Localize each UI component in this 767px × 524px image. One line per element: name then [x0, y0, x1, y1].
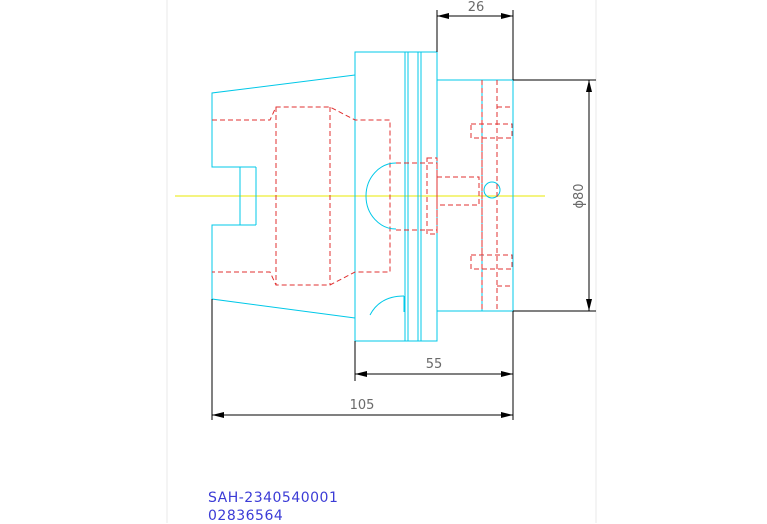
part-number: SAH-2340540001: [208, 490, 339, 506]
dimension-shank-length: 55: [426, 357, 443, 372]
dimension-lines: [211, 10, 596, 420]
dimension-arrows: [212, 13, 592, 418]
dimension-overall-length: 105: [350, 398, 375, 413]
dimension-diameter: ϕ80: [572, 183, 587, 208]
pocket-arc: [365, 162, 397, 230]
serial-number: 02836564: [208, 508, 284, 524]
hidden-lines: [212, 80, 513, 311]
dimension-top-width: 26: [468, 0, 485, 15]
